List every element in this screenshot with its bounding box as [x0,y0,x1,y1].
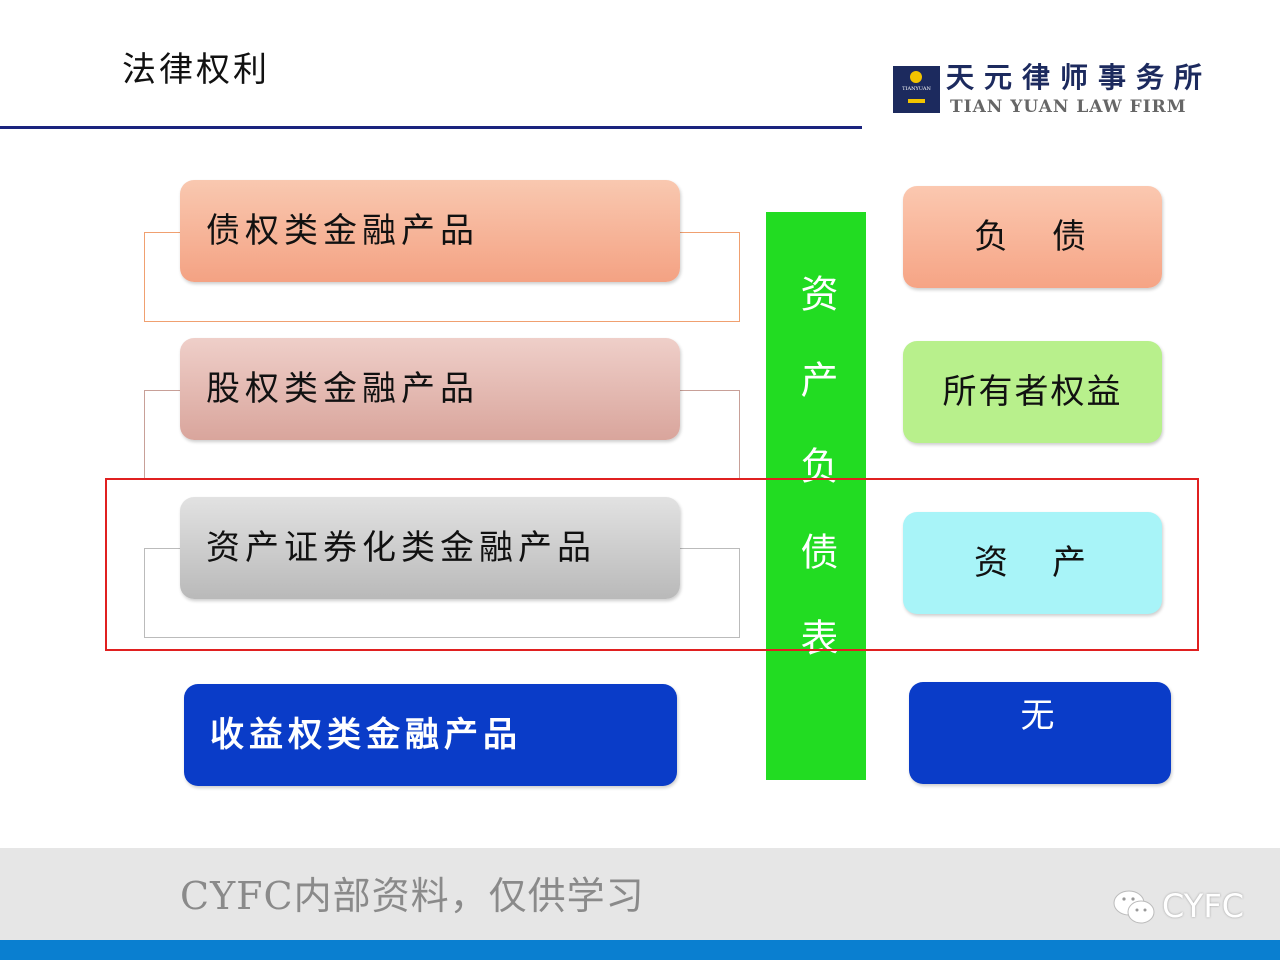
debt-product-box: 债权类金融产品 [180,180,680,282]
liability-box: 负 债 [903,186,1162,288]
none-box: 无 [909,682,1171,784]
footer-brand: CYFC [1162,887,1245,925]
wechat-icon [1113,890,1155,924]
owners-equity-box: 所有者权益 [903,341,1162,443]
asset-box: 资 产 [903,512,1162,614]
highlight-frame [105,478,1199,651]
watermark: CYFC内部资料，仅供学习 [180,874,645,918]
firm-logo-icon: TIANYUAN [893,66,940,113]
title-divider [0,126,862,129]
footer-bar [0,940,1280,960]
income-right-product-box: 收益权类金融产品 [184,684,677,786]
footer [0,848,1280,940]
firm-name-en: TIAN YUAN LAW FIRM [950,97,1187,117]
equity-product-box: 股权类金融产品 [180,338,680,440]
abs-product-box: 资产证券化类金融产品 [180,497,680,599]
balance-sheet-label: 资产负债表 [794,274,838,704]
balance-sheet-bar: 资产负债表 [766,212,866,780]
firm-name-cn: 天元律师事务所 [946,61,1213,94]
slide-title: 法律权利 [122,50,270,90]
